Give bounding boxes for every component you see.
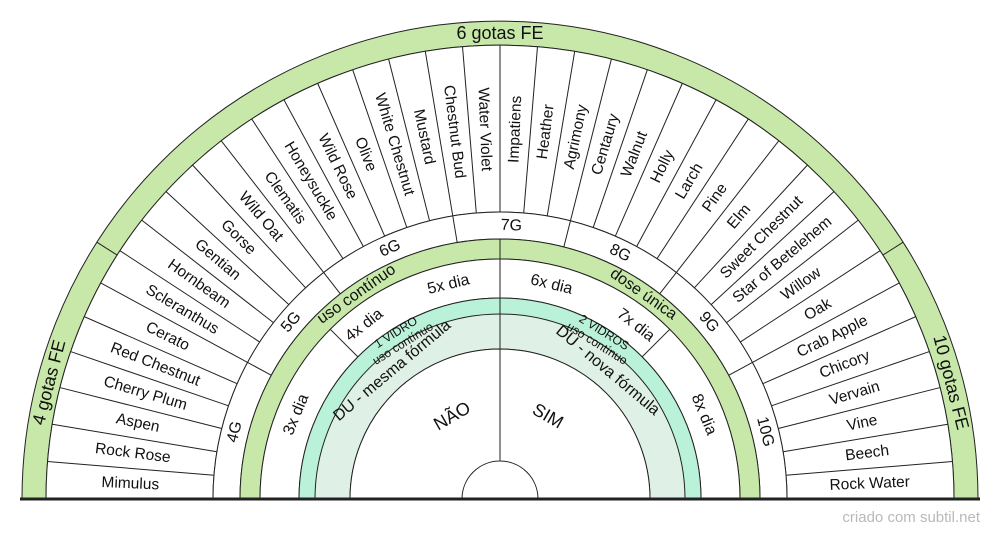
remedy-divider <box>675 140 780 273</box>
remedy-divider <box>84 316 238 385</box>
remedy-divider <box>739 250 881 343</box>
outer-ring-divider <box>882 241 904 256</box>
frequency-divider <box>329 328 359 358</box>
outer-ring-divider <box>96 241 118 256</box>
remedy-divider <box>100 282 248 363</box>
group-label-4g: 4G <box>224 419 246 444</box>
group-divider <box>452 215 458 243</box>
remedy-divider <box>352 69 408 228</box>
remedy-divider <box>569 58 612 221</box>
remedy-divider <box>462 46 477 214</box>
remedy-divider <box>283 99 364 247</box>
remedy-divider <box>52 423 217 453</box>
remedy-divider <box>710 191 835 305</box>
center-right <box>499 348 651 500</box>
group-divider <box>323 272 341 295</box>
group-label-7g: 7G <box>500 217 522 235</box>
remedy-divider <box>119 250 261 343</box>
remedy-label: Heather <box>534 103 558 160</box>
remedy-divider <box>614 83 683 237</box>
group-label-10g: 10G <box>753 415 777 448</box>
remedy-divider <box>546 51 576 216</box>
remedy-divider <box>523 46 538 214</box>
group-divider <box>659 272 677 295</box>
remedy-divider <box>388 58 431 221</box>
remedy-divider <box>141 219 274 324</box>
remedy-divider <box>762 316 916 385</box>
remedy-divider <box>771 351 930 407</box>
remedy-divider <box>251 118 344 260</box>
remedy-divider <box>783 423 948 453</box>
remedy-divider <box>785 461 953 476</box>
remedy-divider <box>752 282 900 363</box>
remedy-divider <box>165 191 290 305</box>
remedy-divider <box>317 83 386 237</box>
remedy-label: Water Violet <box>474 87 494 172</box>
remedy-divider <box>47 461 215 476</box>
remedy-divider <box>59 387 222 430</box>
remedy-divider <box>694 164 808 289</box>
frequency-divider <box>641 328 671 358</box>
remedy-divider <box>220 140 325 273</box>
remedy-label: Impatiens <box>505 95 525 163</box>
remedy-label: Beech <box>844 442 890 464</box>
remedy-label: Mimulus <box>101 474 160 493</box>
remedy-divider <box>424 51 454 216</box>
group-divider <box>728 361 753 376</box>
remedy-divider <box>70 351 229 407</box>
outer-label-6-gotas: 6 gotas FE <box>456 23 543 43</box>
credit-text: criado com subtil.net <box>842 509 980 526</box>
remedy-divider <box>192 164 306 289</box>
remedy-divider <box>726 219 859 324</box>
center-left <box>349 348 501 500</box>
group-divider <box>563 220 571 248</box>
group-divider <box>247 361 272 376</box>
remedy-divider <box>636 99 717 247</box>
remedy-divider <box>592 69 648 228</box>
remedy-label: Vine <box>845 412 879 435</box>
remedy-label: Rock Water <box>829 474 910 494</box>
remedy-divider <box>778 387 941 430</box>
remedy-divider <box>656 118 749 260</box>
